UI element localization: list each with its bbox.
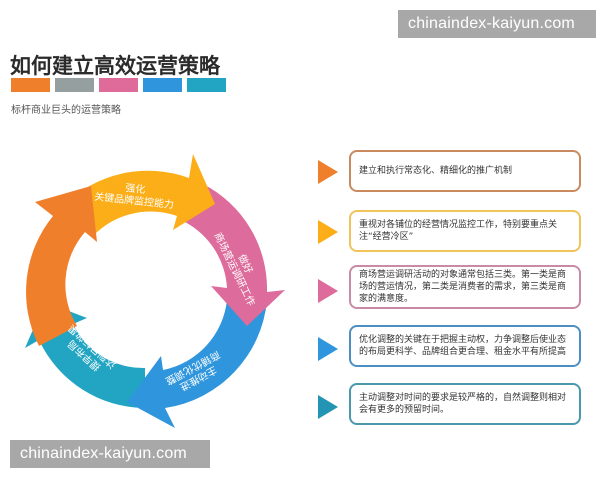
strategy-box-5: 主动调整对时间的要求是较严格的，自然调整则相对会有更多的预留时间。: [349, 383, 581, 425]
page-subtitle: 标杆商业巨头的运营策略: [11, 105, 121, 116]
watermark-bottom: chinaindex-kaiyun.com: [10, 440, 210, 468]
triangle-marker-pink-icon: [318, 279, 338, 303]
swatch-teal: [187, 78, 226, 92]
swatch-pink: [99, 78, 138, 92]
strategy-box-1: 建立和执行常态化、精细化的推广机制: [349, 150, 581, 192]
color-swatch-bar: [11, 78, 226, 92]
triangle-marker-teal-icon: [318, 395, 338, 419]
watermark-top: chinaindex-kaiyun.com: [398, 10, 596, 38]
cycle-arrow-yellow: [63, 154, 215, 236]
strategy-text-1: 建立和执行常态化、精细化的推广机制: [359, 166, 513, 176]
triangle-marker-blue-icon: [318, 337, 338, 361]
triangle-marker-orange-icon: [318, 160, 338, 184]
strategy-text-2: 重视对各铺位的经营情况监控工作，特别要重点关注“经营冷区”: [359, 220, 558, 242]
strategy-box-4: 优化调整的关键在于把握主动权，力争调整后使业态的布局更科学、品牌组合更合理、租金…: [349, 325, 581, 367]
swatch-gray: [55, 78, 94, 92]
page-title: 如何建立高效运营策略: [10, 54, 220, 78]
cycle-arrow-orange: [26, 186, 97, 346]
label-yellow-line1: 强化: [125, 181, 146, 196]
strategy-box-3: 商场营运调研活动的对象通常包括三类。第一类是商场的营运情况，第二类是消费者的需求…: [349, 265, 581, 309]
swatch-orange: [11, 78, 50, 92]
swatch-blue: [143, 78, 182, 92]
strategy-text-4: 优化调整的关键在于把握主动权，力争调整后使业态的布局更科学、品牌组合更合理、租金…: [359, 335, 567, 357]
strategy-text-3: 商场营运调研活动的对象通常包括三类。第一类是商场的营运情况，第二类是消费者的需求…: [359, 270, 567, 304]
triangle-marker-yellow-icon: [318, 220, 338, 244]
strategy-text-5: 主动调整对时间的要求是较严格的，自然调整则相对会有更多的预留时间。: [359, 393, 567, 415]
cycle-diagram: 建立 常态化营运推广机制 强化 关键品牌监控能力 做好 商场营运调研工作 主动推…: [25, 154, 285, 428]
strategy-box-2: 重视对各铺位的经营情况监控工作，特别要重点关注“经营冷区”: [349, 210, 581, 252]
cycle-arrow-blue: [127, 300, 267, 428]
cycle-arrow-pink: [185, 184, 285, 326]
